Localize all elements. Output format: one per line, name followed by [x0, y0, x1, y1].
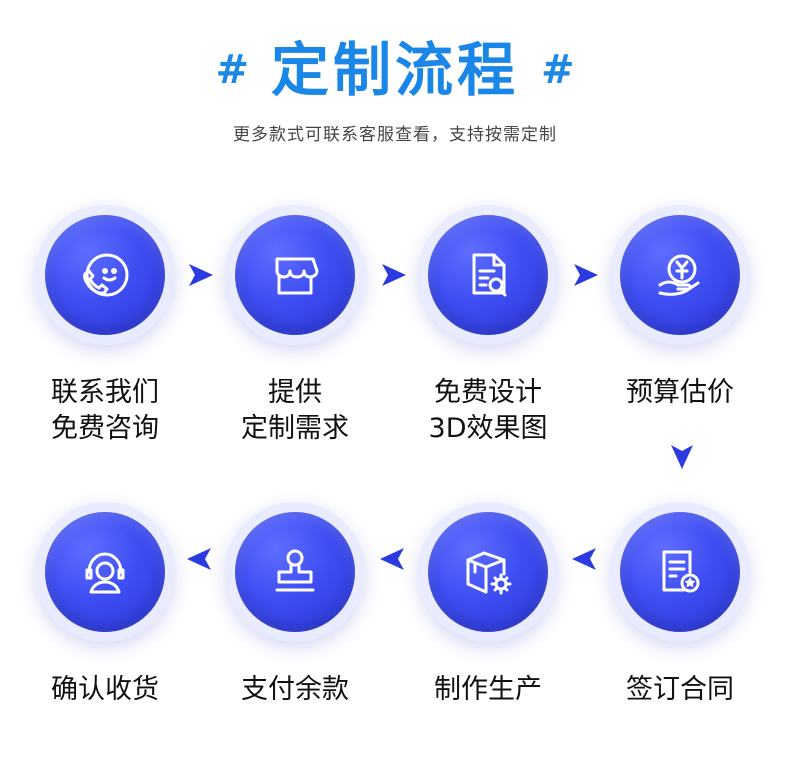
hash-left: #: [215, 47, 249, 93]
page-title: 定制流程: [270, 36, 519, 104]
contract-seal-icon: [620, 512, 740, 632]
step-label-line1: 签订合同: [626, 674, 734, 705]
arrow-left-icon: [378, 544, 408, 574]
arrow-left-icon: [185, 544, 215, 574]
hash-right: #: [541, 47, 575, 93]
customer-service-icon: [45, 512, 165, 632]
stamp-icon: [235, 512, 355, 632]
shop-icon: [235, 215, 355, 335]
step-pay-balance: 支付余款: [200, 502, 390, 708]
arrow-right-icon: [185, 260, 215, 290]
step-sign-contract: 签订合同: [585, 502, 775, 708]
subtitle: 更多款式可联系客服查看，支持按需定制: [233, 125, 557, 145]
document-search-icon: [428, 215, 548, 335]
phone-smile-icon: [45, 215, 165, 335]
step-label-line1: 免费设计: [434, 377, 542, 408]
step-label-line1: 制作生产: [434, 674, 542, 705]
arrow-left-icon: [570, 544, 600, 574]
step-label-line2: 3D效果图: [428, 413, 548, 444]
header: # 定制流程 # 更多款式可联系客服查看，支持按需定制: [0, 30, 790, 145]
step-label-line1: 预算估价: [626, 377, 734, 408]
arrow-right-icon: [570, 260, 600, 290]
step-budget-estimate: 预算估价: [585, 205, 775, 411]
step-label-line2: 定制需求: [241, 413, 349, 444]
step-label-line1: 提供: [268, 377, 322, 408]
step-contact-us: 联系我们 免费咨询: [10, 205, 200, 447]
step-label-line2: 免费咨询: [51, 413, 159, 444]
arrow-right-icon: [378, 260, 408, 290]
arrow-down-icon: [667, 441, 697, 471]
title-row: # 定制流程 #: [0, 30, 790, 110]
step-free-design: 免费设计 3D效果图: [393, 205, 583, 447]
step-confirm-receipt: 确认收货: [10, 502, 200, 708]
step-label-line1: 联系我们: [51, 377, 159, 408]
step-production: 制作生产: [393, 502, 583, 708]
step-label-line1: 确认收货: [51, 674, 159, 705]
box-gear-icon: [428, 512, 548, 632]
yuan-coin-hand-icon: [620, 215, 740, 335]
step-label-line1: 支付余款: [241, 674, 349, 705]
step-provide-requirements: 提供 定制需求: [200, 205, 390, 447]
